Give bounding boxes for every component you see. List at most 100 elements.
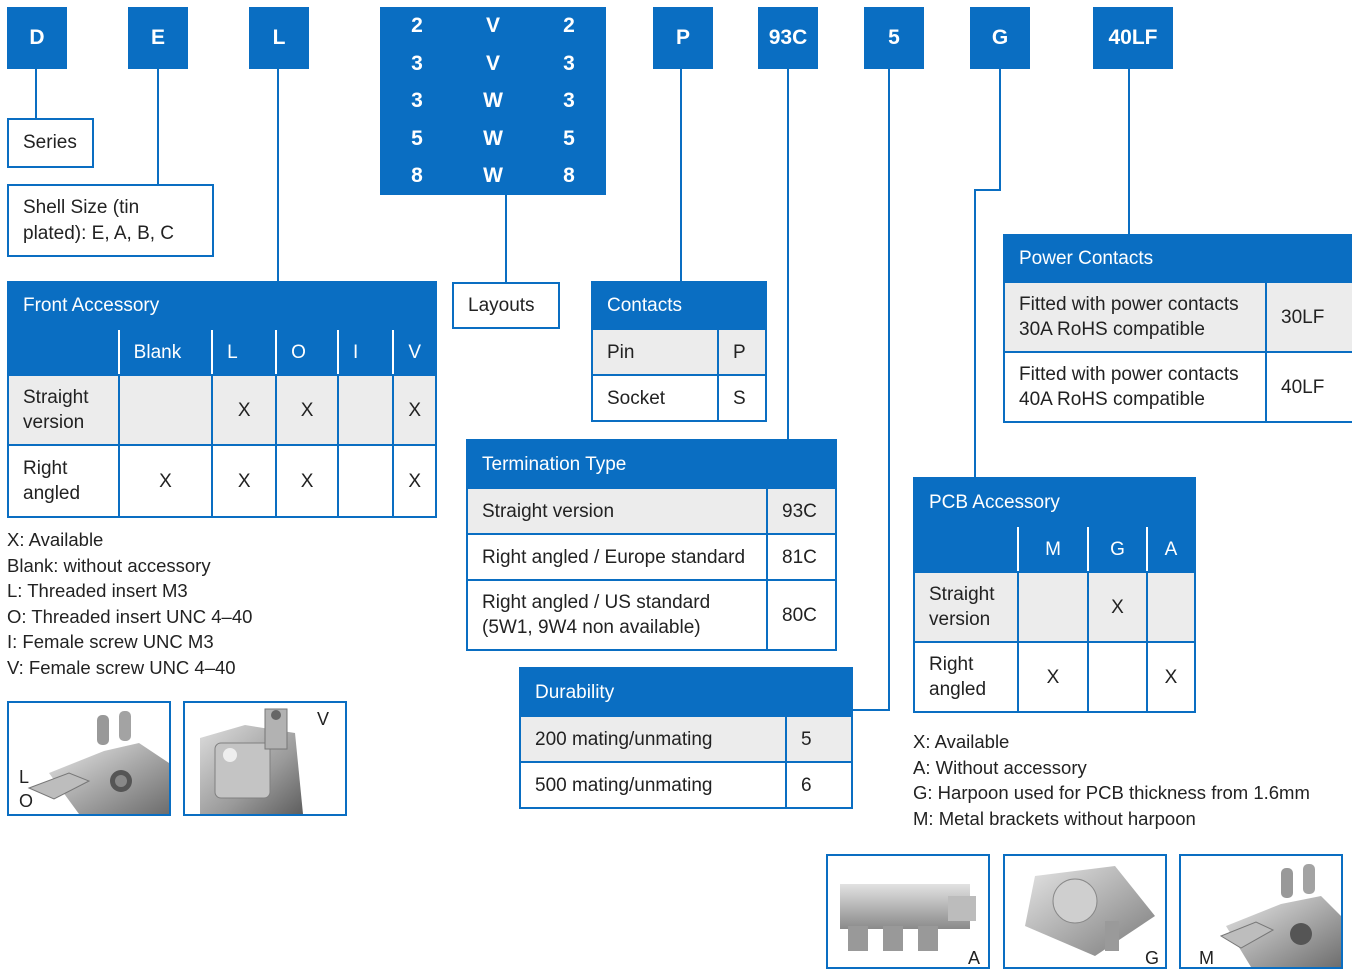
front-accessory-row-label: Right angled: [7, 444, 120, 518]
connector-line-40lf: [1128, 69, 1130, 235]
pcb-accessory-row-label: Right angled: [913, 641, 1019, 713]
front-accessory-cell: X: [392, 374, 437, 446]
front-accessory-col-empty: [7, 328, 120, 376]
layout-code-cell: W: [483, 126, 503, 150]
termination-row: Right angled / Europe standard 81C: [466, 533, 837, 581]
connector-line-g-horizontal: [974, 189, 1001, 191]
connector-line-5-vertical: [888, 69, 890, 711]
pcb-accessory-g-photo-icon: [1025, 866, 1155, 956]
front-accessory-cell: [336, 374, 395, 446]
layout-code-cell: 2: [563, 14, 575, 37]
photo-label-a: A: [968, 948, 981, 968]
termination-row: Right angled / US standard (5W1, 9W4 non…: [466, 579, 837, 651]
pcb-accessory-cell: X: [1146, 641, 1196, 713]
front-accessory-lo-photo: L O: [7, 701, 171, 816]
connector-line-d: [35, 69, 37, 119]
power-contacts-title: Power Contacts: [1003, 234, 1352, 283]
pcb-accessory-title: PCB Accessory: [913, 477, 1196, 527]
front-accessory-v-photo-icon: [200, 708, 303, 814]
durability-row-label: 200 mating/unmating: [519, 715, 787, 763]
pcb-accessory-a-photo: A: [826, 854, 990, 969]
front-accessory-col-blank: Blank: [117, 328, 214, 376]
front-accessory-title: Front Accessory: [7, 281, 437, 330]
power-contacts-row-label: Fitted with power contacts 40A RoHS comp…: [1003, 351, 1267, 423]
pcb-accessory-col-g: G: [1087, 525, 1148, 573]
layout-code-cell: 3: [563, 89, 575, 112]
power-contacts-row: Fitted with power contacts 40A RoHS comp…: [1003, 351, 1352, 423]
contacts-row: Pin P: [591, 328, 767, 376]
code-box-l: L: [249, 7, 309, 69]
pcb-accessory-col-m: M: [1017, 525, 1089, 573]
code-box-p: P: [653, 7, 713, 69]
connector-line-layouts: [505, 194, 507, 283]
connector-line-g-down: [974, 189, 976, 478]
pcb-accessory-note: X: Available: [913, 731, 1010, 752]
power-contacts-row-code: 30LF: [1265, 281, 1352, 353]
code-box-d: D: [7, 7, 67, 69]
pcb-accessory-g-photo: G: [1003, 854, 1167, 969]
contacts-row: Socket S: [591, 374, 767, 422]
layout-code-cell: 5: [411, 126, 423, 150]
pcb-accessory-note: G: Harpoon used for PCB thickness from 1…: [913, 782, 1310, 804]
pcb-accessory-cell: [1146, 571, 1196, 643]
termination-type-table: Termination Type Straight version 93C Ri…: [466, 439, 837, 651]
layout-code-cell: 3: [411, 89, 423, 112]
contacts-row-code: P: [717, 328, 767, 376]
contacts-row-code: S: [717, 374, 767, 422]
pcb-accessory-m-photo: M: [1179, 854, 1343, 969]
pcb-accessory-cell: X: [1017, 641, 1089, 713]
front-accessory-row-label: Straight version: [7, 374, 120, 446]
front-accessory-col-i: I: [336, 328, 395, 376]
layout-code-cell: 8: [411, 164, 423, 187]
connector-line-5-horizontal: [853, 709, 890, 711]
front-accessory-note: L: Threaded insert M3: [7, 580, 188, 602]
layout-code-cell: V: [485, 14, 500, 37]
termination-row-code: 81C: [766, 533, 837, 581]
layout-code-cell: 5: [563, 126, 575, 150]
pcb-accessory-note: A: Without accessory: [913, 756, 1087, 778]
front-accessory-note: X: Available: [7, 529, 104, 550]
layout-code-cell: 3: [411, 51, 423, 75]
series-label: Series: [7, 118, 94, 168]
connector-line-g-vertical: [999, 69, 1001, 191]
termination-row-code: 80C: [766, 579, 837, 651]
code-box-5: 5: [864, 7, 924, 69]
front-accessory-note: O: Threaded insert UNC 4–40: [7, 605, 253, 627]
power-contacts-row-label: Fitted with power contacts 30A RoHS comp…: [1003, 281, 1267, 353]
code-box-g: G: [970, 7, 1030, 69]
front-accessory-col-l: L: [211, 328, 278, 376]
contacts-title: Contacts: [591, 281, 767, 330]
contacts-row-label: Socket: [591, 374, 719, 422]
layouts-label: Layouts: [452, 282, 560, 329]
code-box-40lf: 40LF: [1093, 7, 1173, 69]
termination-row-label: Right angled / US standard (5W1, 9W4 non…: [466, 579, 768, 651]
pcb-accessory-row-straight: Straight version X: [913, 571, 1196, 643]
connector-line-e: [157, 69, 159, 186]
photo-label-o: O: [19, 791, 34, 811]
photo-label-m: M: [1199, 948, 1214, 968]
front-accessory-note: Blank: without accessory: [7, 554, 211, 576]
pcb-accessory-cell: X: [1087, 571, 1148, 643]
connector-line-93c: [787, 69, 789, 439]
layout-code-cell: W: [483, 89, 503, 112]
front-accessory-table: Front Accessory Blank L O I V Straight v…: [7, 281, 437, 518]
termination-row-label: Right angled / Europe standard: [466, 533, 768, 581]
front-accessory-notes: X: Available Blank: without accessory L:…: [7, 527, 307, 681]
pcb-accessory-row-label: Straight version: [913, 571, 1019, 643]
front-accessory-v-photo: V: [183, 701, 347, 816]
pcb-accessory-notes: X: Available A: Without accessory G: Har…: [913, 729, 1348, 831]
code-box-e: E: [128, 7, 188, 69]
front-accessory-lo-photo-icon: [27, 711, 169, 814]
termination-row-code: 93C: [766, 487, 837, 535]
durability-table: Durability 200 mating/unmating 5 500 mat…: [519, 667, 853, 809]
front-accessory-cell: X: [117, 444, 214, 518]
layout-code-cell: 3: [563, 51, 575, 75]
durability-title: Durability: [519, 667, 853, 717]
layout-code-cell: 8: [563, 164, 575, 187]
pcb-accessory-note: M: Metal brackets without harpoon: [913, 807, 1196, 829]
power-contacts-row: Fitted with power contacts 30A RoHS comp…: [1003, 281, 1352, 353]
contacts-table: Contacts Pin P Socket S: [591, 281, 767, 422]
front-accessory-cell: X: [211, 444, 278, 518]
durability-row-code: 5: [785, 715, 853, 763]
